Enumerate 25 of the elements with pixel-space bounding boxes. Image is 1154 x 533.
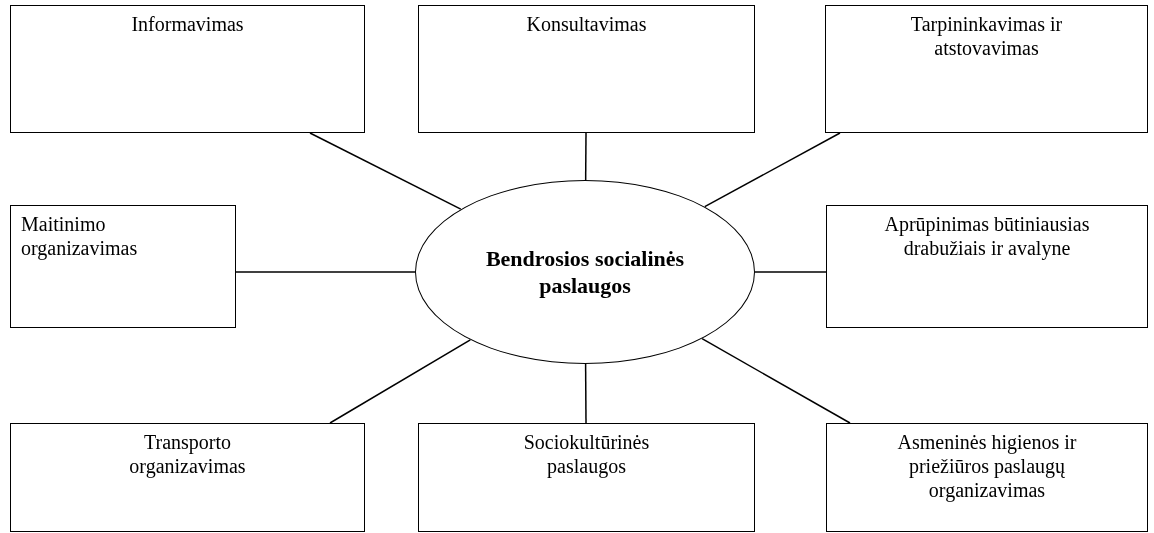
- node-text: Sociokultūrinės paslaugos: [522, 430, 651, 478]
- service-box: [10, 205, 236, 328]
- connector-line: [754, 271, 827, 273]
- connector-line: [584, 363, 587, 424]
- connector-line: [309, 132, 462, 210]
- connector-line: [329, 339, 472, 424]
- connector-line: [235, 271, 416, 273]
- service-box: [10, 423, 365, 532]
- node-text: Maitinimo organizavimas: [21, 212, 139, 260]
- service-box: [10, 5, 365, 133]
- node-text: Tarpininkavimas ir atstovavimas: [909, 12, 1064, 60]
- service-box: [826, 423, 1148, 532]
- connector-line: [701, 337, 851, 424]
- service-box: [418, 5, 755, 133]
- node-text: Bendrosios socialinės paslaugos: [484, 245, 686, 299]
- service-box: [418, 423, 755, 532]
- node-text: Asmeninės higienos ir priežiūros paslaugų organizavimas: [896, 430, 1078, 502]
- connector-line: [584, 132, 587, 181]
- node-text: Transporto organizavimas: [128, 430, 247, 478]
- node-text: Aprūpinimas būtiniausias drabužiais ir avalyne: [883, 212, 1091, 260]
- node-text: Konsultavimas: [525, 12, 648, 36]
- service-box: [826, 205, 1148, 328]
- connector-line: [704, 132, 841, 208]
- node-text: Informavimas: [130, 12, 245, 36]
- service-box: [825, 5, 1148, 133]
